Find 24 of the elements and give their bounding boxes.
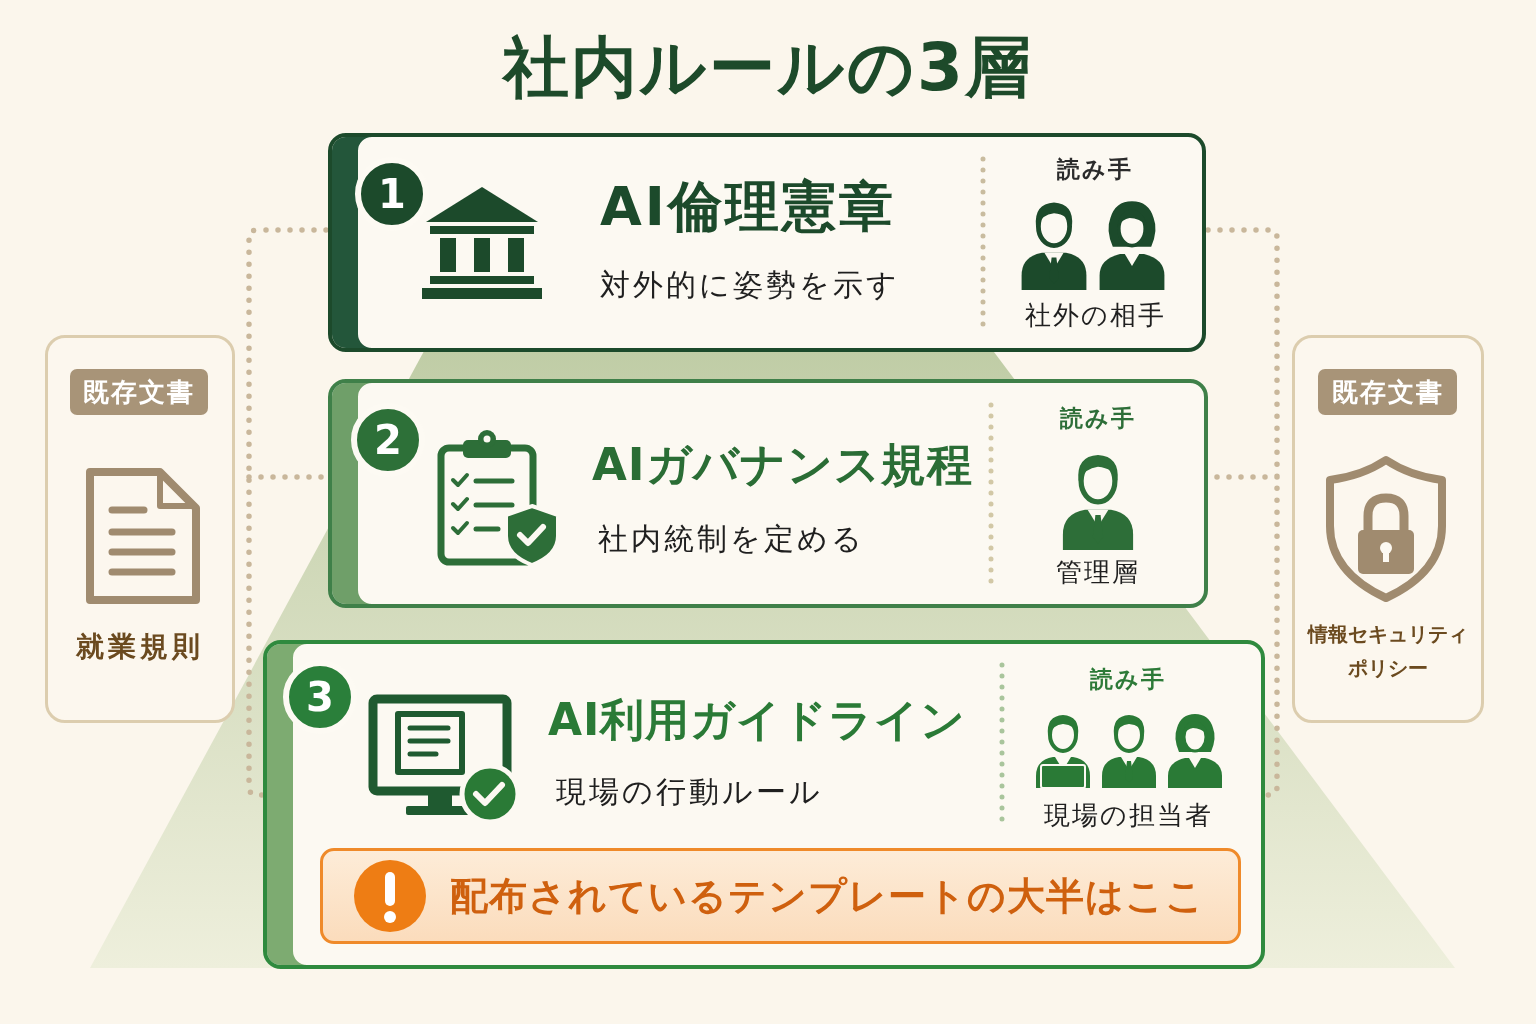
document-panel bbox=[45, 335, 235, 723]
document-tag: 既存文書 bbox=[1318, 369, 1457, 415]
layer-card bbox=[328, 379, 1208, 608]
layer-subtitle: 社内統制を定める bbox=[598, 522, 865, 557]
layer-title: AIガバナンス規程 bbox=[592, 439, 973, 491]
reader-label: 社外の相手 bbox=[1024, 301, 1166, 331]
reader-label: 管理層 bbox=[1056, 558, 1140, 588]
reader-heading: 読み手 bbox=[1057, 156, 1133, 183]
warning-text: 配布されているテンプレートの大半はここ bbox=[450, 875, 1205, 919]
layer-subtitle: 対外的に姿勢を示す bbox=[600, 268, 900, 303]
layer-title: AI倫理憲章 bbox=[600, 176, 896, 239]
document-name: 就業規則 bbox=[76, 631, 204, 664]
warning-banner bbox=[320, 848, 1241, 944]
layer-subtitle: 現場の行動ルール bbox=[556, 775, 823, 810]
reader-label: 現場の担当者 bbox=[1043, 801, 1213, 831]
reader-heading: 読み手 bbox=[1060, 405, 1136, 432]
title: 社内ルールの3層 bbox=[503, 30, 1033, 106]
layer-title: AI利用ガイドライン bbox=[548, 695, 967, 746]
document-panel bbox=[1292, 335, 1484, 723]
document-tag: 既存文書 bbox=[70, 369, 208, 415]
layer-card bbox=[328, 133, 1206, 352]
layer-card bbox=[263, 640, 1265, 969]
document-name: 情報セキュリティポリシー bbox=[1306, 621, 1469, 682]
reader-heading: 読み手 bbox=[1090, 666, 1166, 693]
